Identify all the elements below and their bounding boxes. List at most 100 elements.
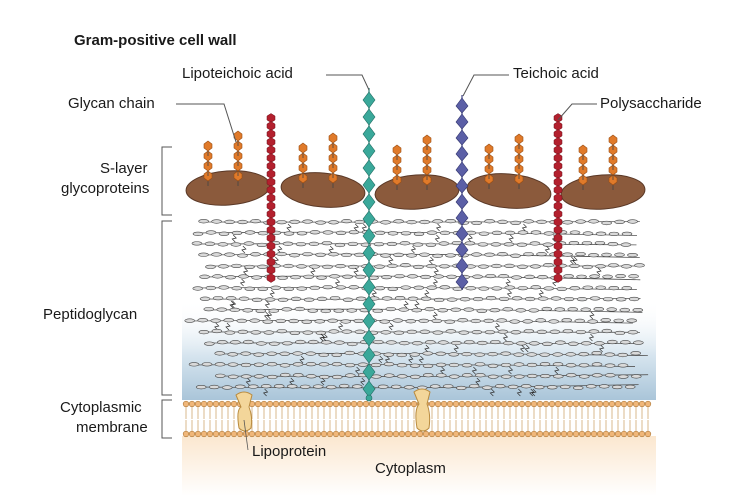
lipid-head [417, 431, 423, 437]
lipid-head [627, 401, 633, 407]
diagram-title: Gram-positive cell wall [74, 32, 237, 49]
label-membrane-line2: membrane [76, 419, 148, 437]
sugar-unit [618, 353, 628, 357]
sugar-unit [225, 331, 235, 335]
sugar-unit [282, 308, 292, 312]
sugar-unit [423, 352, 433, 356]
sugar-unit [296, 242, 306, 246]
lipid-head [549, 401, 555, 407]
sugar-unit [464, 340, 474, 344]
glycan-bead [485, 144, 493, 154]
glycan-bead [579, 145, 587, 155]
sugar-unit [570, 231, 580, 235]
sugar-unit [462, 363, 472, 367]
sugar-unit [555, 308, 565, 312]
sugar-unit [244, 242, 254, 246]
sugar-unit [446, 330, 456, 334]
sugar-unit [245, 231, 255, 235]
sugar-unit [544, 232, 554, 236]
sugar-unit [290, 220, 300, 224]
sugar-unit [420, 220, 430, 224]
sugar-unit [250, 319, 260, 323]
bracket-membrane [162, 400, 172, 438]
sugar-unit [213, 275, 223, 279]
sugar-unit [560, 385, 570, 389]
label-s-layer-line1: S-layer [100, 160, 148, 178]
sugar-unit [394, 220, 404, 224]
lipid-head [285, 401, 291, 407]
sugar-unit [310, 230, 320, 234]
glycan-bead [329, 133, 337, 143]
sugar-unit [618, 364, 628, 368]
sugar-unit [588, 320, 598, 324]
sugar-unit [568, 342, 578, 346]
sugar-unit [280, 364, 290, 368]
sugar-unit [401, 286, 411, 290]
sugar-unit [495, 384, 505, 388]
sugar-unit [232, 231, 242, 235]
sugar-unit [355, 330, 365, 334]
sugar-unit [421, 297, 431, 301]
sugar-unit [503, 341, 513, 345]
sugar-unit [219, 286, 229, 290]
sugar-unit [551, 297, 561, 301]
sugar-unit [199, 253, 209, 257]
polysaccharide-bead [267, 154, 275, 163]
lipid-head [609, 401, 615, 407]
sugar-unit [245, 287, 255, 291]
lipid-head [579, 401, 585, 407]
polysaccharide-bead [267, 122, 275, 131]
sugar-unit [568, 307, 578, 311]
sugar-unit [582, 265, 592, 269]
polysaccharide-bead [554, 130, 562, 139]
sugar-unit [228, 375, 238, 379]
sugar-unit [343, 275, 353, 279]
sugar-unit [472, 253, 482, 257]
sugar-unit [251, 219, 261, 223]
peptide-crosslink [425, 290, 429, 297]
sugar-unit [465, 242, 475, 246]
sugar-unit [200, 275, 210, 279]
sugar-unit [478, 243, 488, 247]
sugar-unit [573, 386, 583, 390]
sugar-unit [458, 318, 468, 322]
lipoteichoic-unit [363, 143, 375, 159]
sugar-unit [414, 232, 424, 236]
lipid-head [495, 431, 501, 437]
sugar-unit [499, 297, 509, 301]
sugar-unit [537, 252, 547, 256]
lipid-head [381, 431, 387, 437]
sugar-unit [384, 353, 394, 357]
sugar-unit [373, 340, 383, 344]
leader-lipoteichoic [326, 75, 369, 90]
sugar-unit [290, 331, 300, 335]
peptide-crosslink [434, 268, 438, 275]
glycan-bead [204, 141, 212, 151]
sugar-unit [228, 363, 238, 367]
sugar-unit [477, 341, 487, 345]
peptide-crosslink [545, 246, 549, 253]
sugar-unit [192, 242, 202, 246]
lipid-head [579, 431, 585, 437]
teichoic-unit [456, 162, 468, 177]
sugar-unit [394, 331, 404, 335]
sugar-unit [384, 374, 394, 378]
lipid-head [507, 401, 513, 407]
sugar-unit [543, 263, 553, 267]
lipid-head [279, 401, 285, 407]
sugar-unit [472, 221, 482, 225]
lipid-head [555, 431, 561, 437]
label-lipoteichoic-acid: Lipoteichoic acid [182, 65, 293, 83]
sugar-unit [484, 319, 494, 323]
sugar-unit [332, 353, 342, 357]
sugar-unit [256, 342, 266, 346]
sugar-unit [563, 329, 573, 333]
sugar-unit [427, 286, 437, 290]
sugar-unit [504, 243, 514, 247]
lipoprotein-shape [236, 392, 252, 431]
sugar-unit [342, 253, 352, 257]
peptide-crosslink [241, 279, 245, 286]
sugar-unit [206, 286, 216, 290]
sugar-unit [508, 385, 518, 389]
sugar-unit [629, 274, 639, 278]
